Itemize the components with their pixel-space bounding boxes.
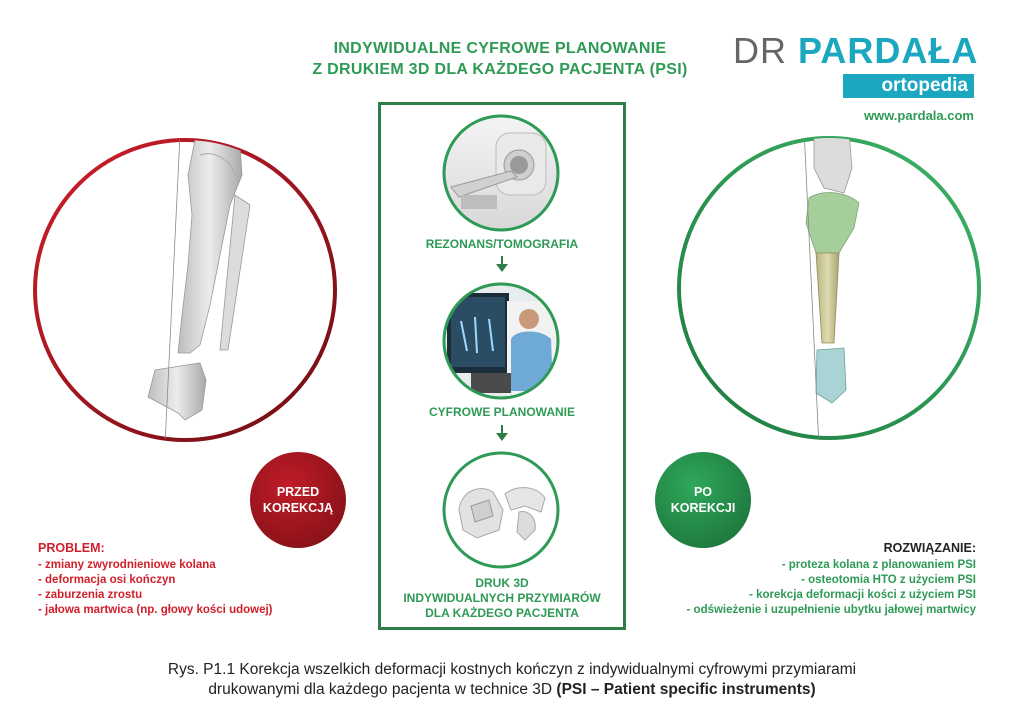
logo-brand: PARDAŁA (798, 30, 979, 71)
after-circle (677, 136, 981, 440)
step-print-line-1: DRUK 3D (475, 576, 529, 590)
before-badge-line-2: KOREKCJĄ (262, 501, 334, 515)
list-item: - osteotomia HTO z użyciem PSI (801, 574, 976, 586)
list-item: - korekcja deformacji kości z użyciem PS… (749, 589, 976, 601)
list-item: - zmiany zwyrodnieniowe kolana (38, 559, 216, 571)
logo-subtitle: ortopedia (843, 74, 974, 98)
logo-prefix: DR (733, 30, 787, 71)
step-print-line-3: DLA KAŻDEGO PACJENTA (425, 606, 579, 620)
problem-list: PROBLEM: - zmiany zwyrodnieniowe kolana … (38, 541, 273, 618)
bone-after-icon (803, 138, 860, 438)
process-panel (378, 102, 626, 630)
step-scan-label: REZONANS/TOMOGRAFIA (425, 237, 579, 251)
arrow-down-icon (496, 256, 508, 272)
arrow-down-icon (496, 425, 508, 441)
solution-list: ROZWIĄZANIE: - proteza kolana z planowan… (620, 541, 976, 618)
bone-before-icon (147, 140, 251, 440)
list-item: - jałowa martwica (np. głowy kości udowe… (38, 604, 273, 616)
list-item: - zaburzenia zrostu (38, 589, 143, 601)
caption-psi-term: (PSI – Patient specific instruments) (556, 681, 816, 698)
before-badge-line-1: PRZED (276, 485, 320, 499)
page-title: INDYWIDUALNE CYFROWE PLANOWANIE Z DRUKIE… (270, 38, 730, 80)
step-print-label: DRUK 3D INDYWIDUALNYCH PRZYMIARÓW DLA KA… (378, 576, 626, 621)
title-line-2: Z DRUKIEM 3D DLA KAŻDEGO PACJENTA (PSI) (312, 61, 688, 78)
printed-guide-icon (442, 451, 560, 569)
mri-scanner-icon (442, 114, 560, 232)
list-item: - deformacja osi kończyn (38, 574, 176, 586)
step-planning-label: CYFROWE PLANOWANIE (429, 405, 575, 419)
figure-caption: Rys. P1.1 Korekcja wszelkich deformacji … (0, 660, 1024, 700)
list-item: - proteza kolana z planowaniem PSI (781, 559, 976, 571)
problem-title: PROBLEM: (38, 541, 105, 555)
digital-planning-icon (442, 282, 560, 400)
after-correction-badge: PO KOREKCJI (655, 452, 751, 548)
step-print-line-2: INDYWIDUALNYCH PRZYMIARÓW (403, 591, 601, 605)
list-item: - odświeżenie i uzupełnienie ubytku jało… (686, 604, 976, 616)
caption-line-2: drukowanymi dla każdego pacjenta w techn… (0, 680, 1024, 700)
title-line-1: INDYWIDUALNE CYFROWE PLANOWANIE (333, 40, 667, 57)
before-circle (33, 138, 337, 442)
logo: DR PARDAŁA (733, 31, 978, 71)
after-badge-line-1: PO (693, 485, 713, 499)
website-link[interactable]: www.pardala.com (863, 108, 974, 123)
after-badge-line-2: KOREKCJI (670, 501, 736, 515)
caption-line-1: Rys. P1.1 Korekcja wszelkich deformacji … (167, 661, 857, 678)
caption-line-2-text: drukowanymi dla każdego pacjenta w techn… (208, 681, 557, 698)
solution-title: ROZWIĄZANIE: (883, 541, 976, 555)
before-correction-badge: PRZED KOREKCJĄ (250, 452, 346, 548)
